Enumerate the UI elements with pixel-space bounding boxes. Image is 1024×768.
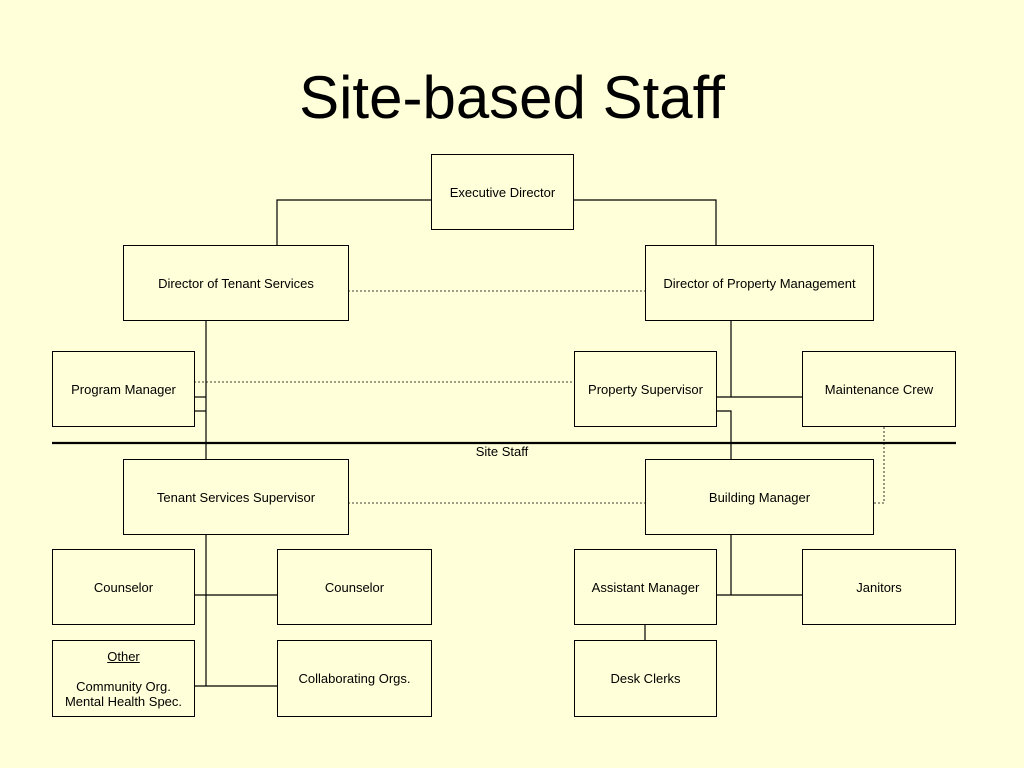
program-manager-box: Program Manager xyxy=(52,351,195,427)
collaborating-orgs-box: Collaborating Orgs. xyxy=(277,640,432,717)
connector-exec-to-property-mgmt xyxy=(574,199,717,245)
other-box: Other Community Org. Mental Health Spec. xyxy=(52,640,195,717)
connector-property-supervisor-to-site xyxy=(716,410,732,459)
director-tenant-services-box: Director of Tenant Services xyxy=(123,245,349,321)
connector-exec-to-tenant-services xyxy=(276,199,431,245)
assistant-manager-box: Assistant Manager xyxy=(574,549,717,625)
janitors-box: Janitors xyxy=(802,549,956,625)
executive-director-box: Executive Director xyxy=(431,154,574,230)
desk-clerks-box: Desk Clerks xyxy=(574,640,717,717)
director-property-management-box: Director of Property Management xyxy=(645,245,874,321)
tenant-services-supervisor-box: Tenant Services Supervisor xyxy=(123,459,349,535)
site-staff-label: Site Staff xyxy=(475,444,529,459)
page-title: Site-based Staff xyxy=(299,64,725,131)
maintenance-crew-box: Maintenance Crew xyxy=(802,351,956,427)
other-mental-health: Mental Health Spec. xyxy=(64,693,183,709)
other-heading: Other xyxy=(107,648,140,664)
counselor-box-right: Counselor xyxy=(277,549,432,625)
property-supervisor-box: Property Supervisor xyxy=(574,351,717,427)
dotted-maintenance-building xyxy=(873,427,885,504)
counselor-box-left: Counselor xyxy=(52,549,195,625)
other-community-org: Community Org. xyxy=(76,678,171,694)
building-manager-box: Building Manager xyxy=(645,459,874,535)
